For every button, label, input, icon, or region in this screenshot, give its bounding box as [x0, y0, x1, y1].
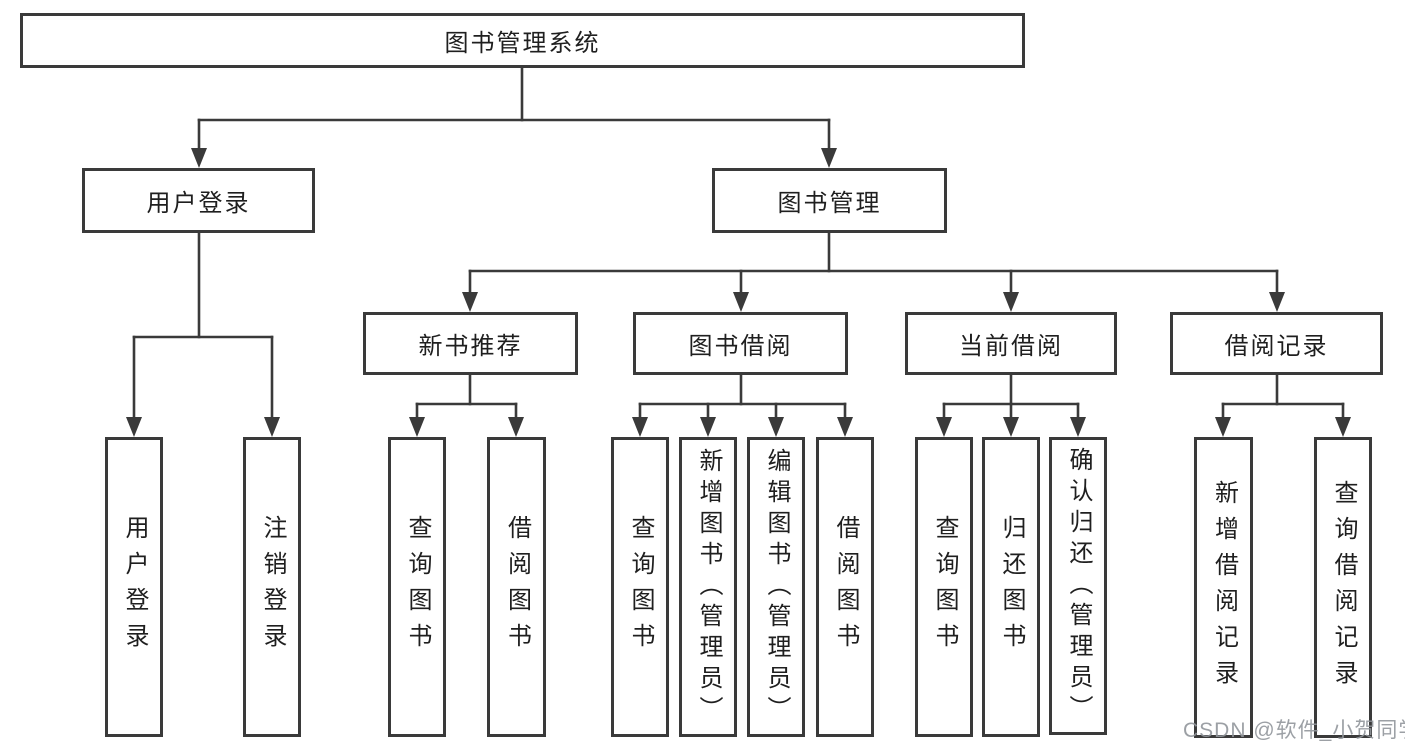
node-book-borrow: 图书借阅 — [633, 312, 848, 375]
leaf-br-add-record-label: 新增借阅记录 — [1210, 479, 1238, 696]
leaf-bb-add-book-label: 新增图书（管理员） — [695, 447, 722, 727]
node-root-label: 图书管理系统 — [444, 30, 601, 57]
node-user-login-label: 用户登录 — [146, 190, 251, 217]
leaf-cb-confirm-return-label: 确认归还（管理员） — [1065, 446, 1092, 726]
node-book-management-label: 图书管理 — [777, 190, 882, 217]
leaf-br-query-record: 查询借阅记录 — [1314, 437, 1372, 738]
leaf-cb-confirm-return: 确认归还（管理员） — [1049, 437, 1107, 735]
node-new-book-recommend-label: 新书推荐 — [418, 333, 523, 360]
leaf-bb-add-book: 新增图书（管理员） — [679, 437, 737, 737]
node-user-login: 用户登录 — [82, 168, 315, 233]
leaf-cb-return-book-label: 归还图书 — [998, 515, 1025, 659]
node-root: 图书管理系统 — [20, 13, 1025, 68]
leaf-br-query-record-label: 查询借阅记录 — [1330, 479, 1357, 696]
node-current-borrow: 当前借阅 — [905, 312, 1117, 375]
leaf-nbr-borrow-book-label: 借阅图书 — [503, 515, 531, 659]
node-current-borrow-label: 当前借阅 — [959, 333, 1063, 360]
leaf-bb-edit-book: 编辑图书（管理员） — [747, 437, 805, 737]
leaf-user-login: 用户登录 — [105, 437, 163, 737]
node-new-book-recommend: 新书推荐 — [363, 312, 578, 375]
watermark: CSDN @软件_小贺同学 — [1183, 719, 1405, 742]
leaf-bb-edit-book-label: 编辑图书（管理员） — [763, 447, 790, 727]
leaf-bb-query-book-label: 查询图书 — [627, 515, 654, 659]
leaf-nbr-query-book: 查询图书 — [388, 437, 446, 737]
leaf-user-login-label: 用户登录 — [121, 515, 148, 659]
node-book-borrow-label: 图书借阅 — [688, 333, 793, 360]
leaf-logout: 注销登录 — [243, 437, 301, 737]
leaf-cb-query-book: 查询图书 — [915, 437, 973, 737]
leaf-nbr-borrow-book: 借阅图书 — [487, 437, 546, 737]
leaf-nbr-query-book-label: 查询图书 — [404, 515, 431, 659]
leaf-bb-borrow-book-label: 借阅图书 — [832, 515, 859, 659]
node-borrow-record-label: 借阅记录 — [1224, 333, 1329, 360]
node-borrow-record: 借阅记录 — [1170, 312, 1383, 375]
leaf-cb-query-book-label: 查询图书 — [931, 515, 958, 659]
leaf-bb-query-book: 查询图书 — [611, 437, 669, 737]
leaf-logout-label: 注销登录 — [259, 515, 286, 659]
node-book-management: 图书管理 — [712, 168, 947, 233]
leaf-bb-borrow-book: 借阅图书 — [816, 437, 874, 737]
leaf-cb-return-book: 归还图书 — [982, 437, 1040, 737]
leaf-br-add-record: 新增借阅记录 — [1194, 437, 1253, 738]
